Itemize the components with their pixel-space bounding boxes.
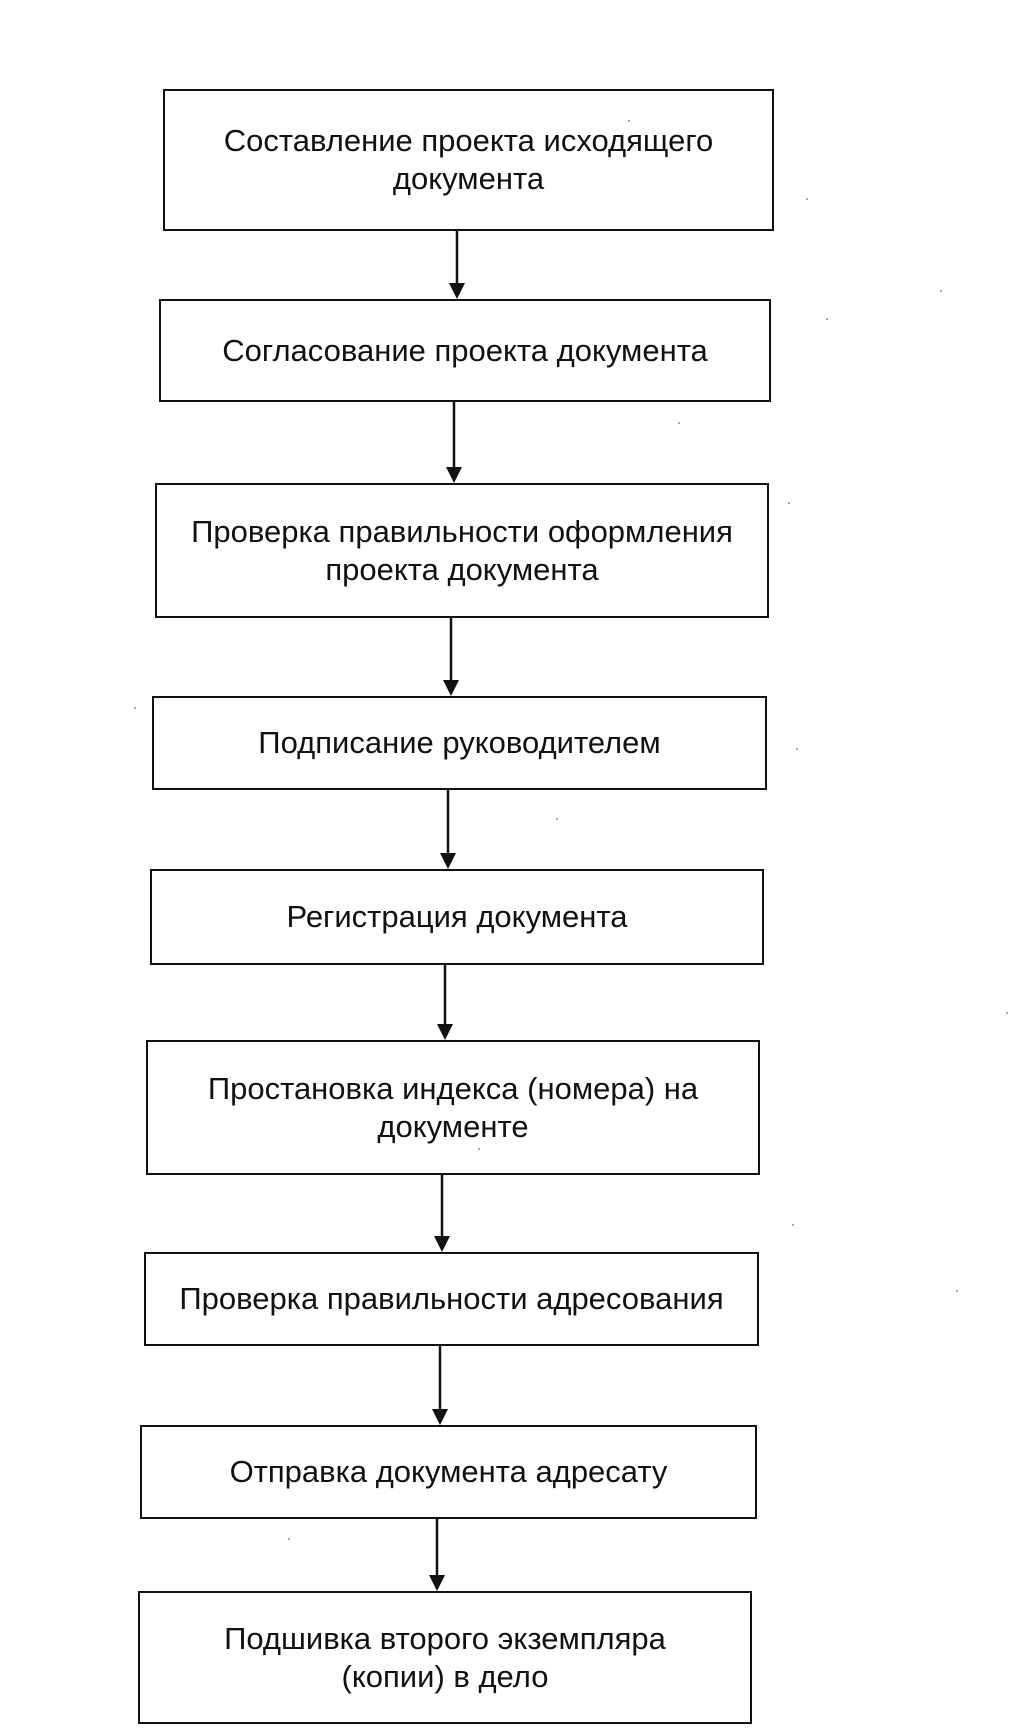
scan-speck [628,120,630,122]
arrow-down-icon [446,467,462,483]
scan-speck [556,818,558,820]
step-assign-index-label: Простановка индекса (номера) на документ… [207,1070,699,1144]
scan-speck [956,1290,958,1292]
step-approve-draft-label: Согласование проекта документа [222,332,708,368]
arrow-down-icon [437,1024,453,1040]
scan-speck [826,318,828,320]
arrow-down-icon [440,853,456,869]
step-sign-by-head: Подписание руководителем [152,696,767,790]
scan-speck [796,748,798,750]
step-check-addressing-label: Проверка правильности адресования [179,1281,724,1316]
scan-speck [1006,1012,1008,1014]
arrow-down-icon [443,680,459,696]
arrow-down-icon [432,1409,448,1425]
step-check-addressing: Проверка правильности адресования [144,1252,759,1346]
scan-speck [792,1224,794,1226]
scan-speck [940,290,942,292]
step-send-to-addressee-label: Отправка документа адресату [229,1454,668,1489]
arrow-down-icon [429,1575,445,1591]
scan-speck [288,1538,290,1540]
arrow-down-icon [434,1236,450,1252]
step-sign-by-head-label: Подписание руководителем [258,725,661,760]
scan-speck [134,707,136,709]
step-file-copy: Подшивка второго экземпляра (копии) в де… [138,1591,752,1724]
scan-speck [478,1148,480,1150]
step-check-formatting: Проверка правильности оформления проекта… [155,483,769,618]
scan-speck [678,422,680,424]
step-send-to-addressee: Отправка документа адресату [140,1425,757,1519]
arrow-down-icon [449,283,465,299]
scan-speck [806,198,808,200]
step-register-document: Регистрация документа [150,869,764,965]
step-compose-draft: Составление проекта исходящего документа [163,89,774,231]
scan-speck [788,502,790,504]
step-register-document-label: Регистрация документа [286,899,628,934]
step-compose-draft-label: Составление проекта исходящего документа [223,123,714,196]
step-check-formatting-label: Проверка правильности оформления проекта… [191,513,733,587]
step-approve-draft: Согласование проекта документа [159,299,771,402]
step-file-copy-label: Подшивка второго экземпляра (копии) в де… [224,1620,666,1694]
step-assign-index: Простановка индекса (номера) на документ… [146,1040,760,1175]
